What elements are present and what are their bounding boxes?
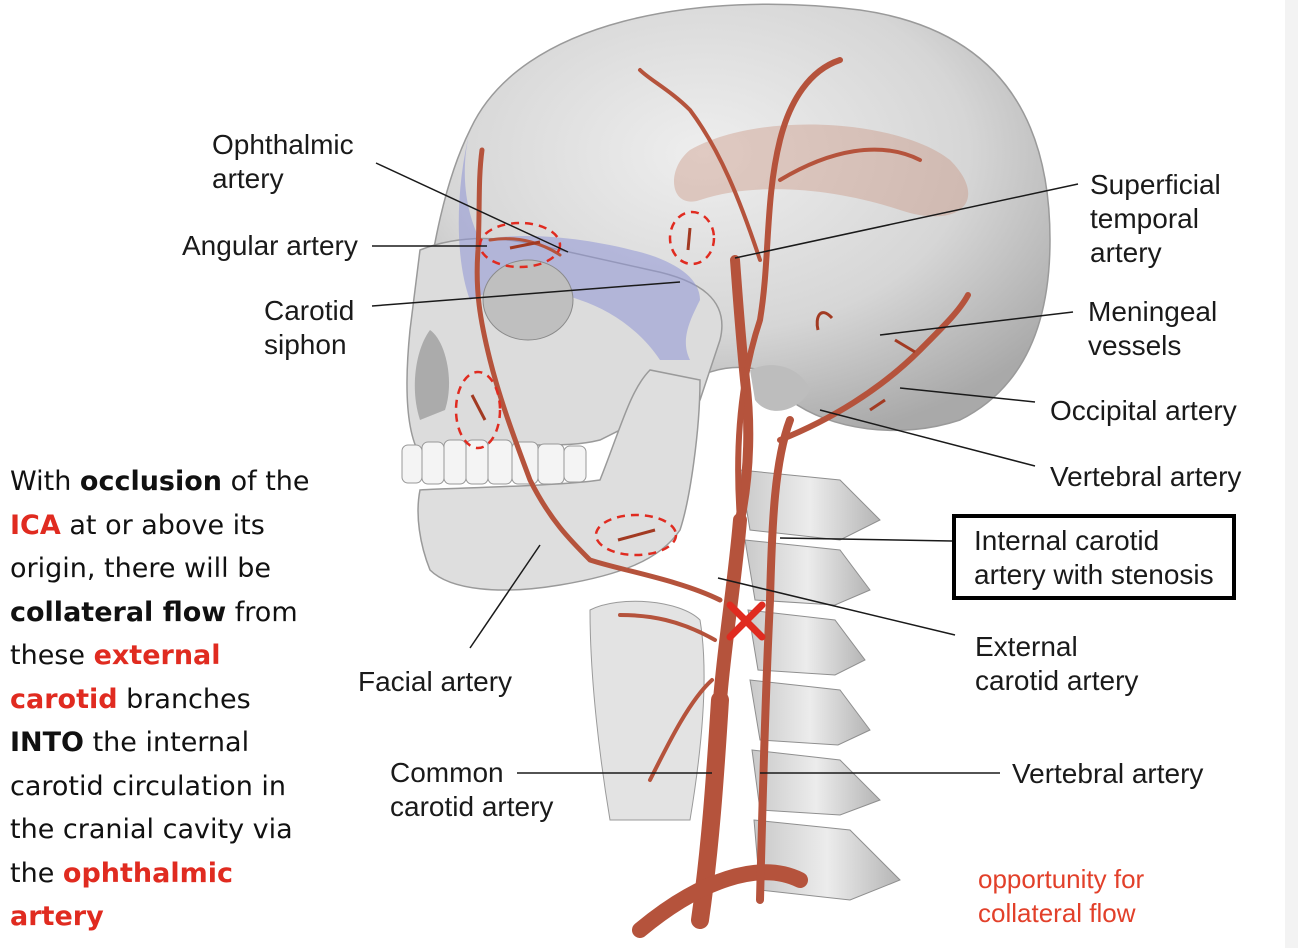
note-text-2: of the [222, 466, 310, 497]
collateral-circles [454, 210, 716, 557]
label-superficial-line2: temporal [1090, 203, 1199, 234]
orbit-blue-region [458, 130, 700, 360]
larynx [589, 600, 705, 821]
occlusion-note: With occlusion of the ICA at or above it… [10, 460, 310, 939]
note-collateral-flow: collateral flow [10, 596, 227, 628]
stenosis-x-mark [726, 601, 766, 641]
right-scroll-strip [1285, 0, 1298, 948]
note-text-5: branches [117, 683, 251, 715]
label-ica-with-stenosis: Internal carotid artery with stenosis [952, 514, 1236, 600]
label-occipital-artery: Occipital artery [1050, 395, 1237, 426]
note-occlusion: occlusion [79, 466, 223, 497]
label-meningeal-line2: vessels [1088, 330, 1182, 361]
cervical-spine [739, 469, 901, 901]
label-superficial-line1: Superficial [1090, 169, 1221, 200]
note-text-6: the internal carotid circulation in the … [10, 727, 293, 889]
label-meningeal-line1: Meningeal [1088, 296, 1218, 327]
label-external-carotid-artery: External carotid artery [975, 630, 1138, 698]
label-external-line2: carotid artery [975, 665, 1139, 696]
legend-line2: collateral flow [978, 898, 1136, 928]
label-common-line2: carotid artery [390, 791, 554, 822]
note-ophthalmic-artery: ophthalmic artery [10, 857, 234, 933]
label-carotid-siphon-line2: siphon [264, 329, 347, 360]
label-superficial-line3: artery [1090, 237, 1162, 268]
legend-line1: opportunity for [978, 864, 1145, 894]
label-common-carotid-artery: Common carotid artery [390, 756, 553, 824]
label-facial-artery: Facial artery [358, 666, 513, 697]
note-text-4: from these [10, 596, 298, 672]
leader-lines [371, 162, 1079, 774]
label-superficial-temporal-artery: Superficial temporal artery [1090, 168, 1221, 270]
nasal-cavity [414, 330, 450, 420]
note-text-1: With [10, 466, 80, 497]
label-ica-line1: Internal carotid [974, 525, 1160, 556]
label-ica-line2: artery with stenosis [974, 559, 1214, 590]
label-angular-artery: Angular artery [182, 230, 358, 261]
label-carotid-siphon-line1: Carotid [264, 295, 355, 326]
orbit-socket [482, 259, 574, 341]
label-ophthalmic-line2: artery [212, 163, 284, 194]
label-common-line1: Common [390, 757, 504, 788]
collateral-legend: opportunity for collateral flow [978, 862, 1144, 930]
mastoid [750, 365, 810, 411]
teeth [401, 439, 587, 485]
note-text-3: at or above its origin, there will be [10, 509, 271, 585]
label-vertebral-artery-upper: Vertebral artery [1050, 461, 1242, 492]
label-vertebral-artery-lower: Vertebral artery [1012, 758, 1204, 789]
label-ophthalmic-line1: Ophthalmic [212, 129, 354, 160]
label-external-line1: External [975, 631, 1078, 662]
label-ophthalmic-artery: Ophthalmic artery [212, 128, 354, 196]
note-into: INTO [10, 727, 85, 758]
flow-arrows [470, 227, 916, 542]
note-external-carotid: external carotid [10, 640, 221, 715]
arteries [474, 57, 971, 938]
label-carotid-siphon: Carotid siphon [264, 294, 354, 362]
label-meningeal-vessels: Meningeal vessels [1088, 295, 1217, 363]
note-ica: ICA [10, 509, 61, 541]
mandible [417, 369, 701, 591]
sinus-band [673, 124, 969, 217]
